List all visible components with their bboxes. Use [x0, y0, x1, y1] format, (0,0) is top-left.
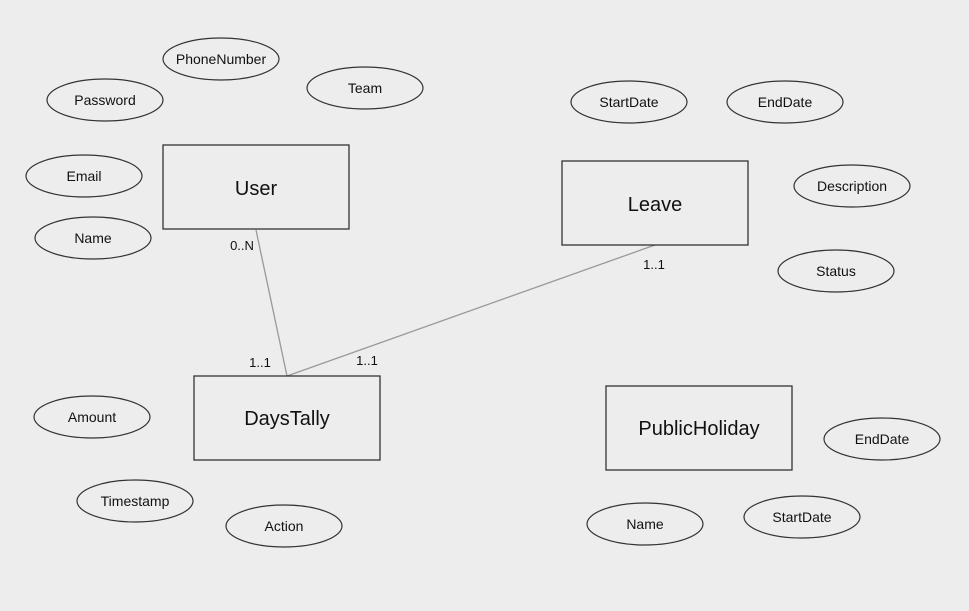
attr-leave-description-label: Description	[817, 178, 887, 194]
attr-user-phonenumber[interactable]: PhoneNumber	[162, 37, 280, 81]
entity-user[interactable]: User	[162, 144, 350, 230]
attr-publicholiday-enddate-label: EndDate	[855, 431, 910, 447]
user-daystally-connector	[255, 229, 288, 377]
entity-user-label: User	[235, 178, 278, 200]
attr-user-password[interactable]: Password	[46, 78, 164, 122]
attr-leave-status-label: Status	[816, 263, 856, 279]
attr-daystally-action-label: Action	[265, 518, 304, 534]
attr-user-phonenumber-label: PhoneNumber	[176, 51, 267, 67]
attr-daystally-timestamp-label: Timestamp	[101, 493, 170, 509]
entity-daystally[interactable]: DaysTally	[193, 375, 381, 461]
entity-leave-label: Leave	[628, 194, 683, 216]
attr-publicholiday-startdate-label: StartDate	[772, 509, 831, 525]
entity-daystally-label: DaysTally	[244, 408, 330, 430]
daystally-user-cardinality: 1..1	[249, 355, 271, 370]
attr-daystally-action[interactable]: Action	[225, 504, 343, 548]
attr-publicholiday-name-label: Name	[626, 516, 664, 532]
user-cardinality: 0..N	[230, 238, 254, 253]
attr-user-email-label: Email	[66, 168, 101, 184]
attr-leave-startdate-label: StartDate	[599, 94, 658, 110]
entity-leave[interactable]: Leave	[561, 160, 749, 246]
attr-leave-enddate-label: EndDate	[758, 94, 813, 110]
attr-daystally-amount-label: Amount	[68, 409, 116, 425]
attr-publicholiday-enddate[interactable]: EndDate	[823, 417, 941, 461]
attr-user-email[interactable]: Email	[25, 154, 143, 198]
attr-user-password-label: Password	[74, 92, 135, 108]
attr-publicholiday-startdate[interactable]: StartDate	[743, 495, 861, 539]
attr-publicholiday-name[interactable]: Name	[586, 502, 704, 546]
attr-user-name[interactable]: Name	[34, 216, 152, 260]
entity-publicholiday[interactable]: PublicHoliday	[605, 385, 793, 471]
leave-cardinality: 1..1	[643, 257, 665, 272]
entity-publicholiday-label: PublicHoliday	[638, 418, 759, 440]
attr-user-name-label: Name	[74, 230, 112, 246]
attr-daystally-amount[interactable]: Amount	[33, 395, 151, 439]
attr-leave-status[interactable]: Status	[777, 249, 895, 293]
attr-daystally-timestamp[interactable]: Timestamp	[76, 479, 194, 523]
daystally-leave-cardinality: 1..1	[356, 353, 378, 368]
attr-leave-enddate[interactable]: EndDate	[726, 80, 844, 124]
attr-leave-description[interactable]: Description	[793, 164, 911, 208]
leave-daystally-connector	[286, 244, 656, 377]
attr-user-team-label: Team	[348, 80, 382, 96]
attr-user-team[interactable]: Team	[306, 66, 424, 110]
attr-leave-startdate[interactable]: StartDate	[570, 80, 688, 124]
